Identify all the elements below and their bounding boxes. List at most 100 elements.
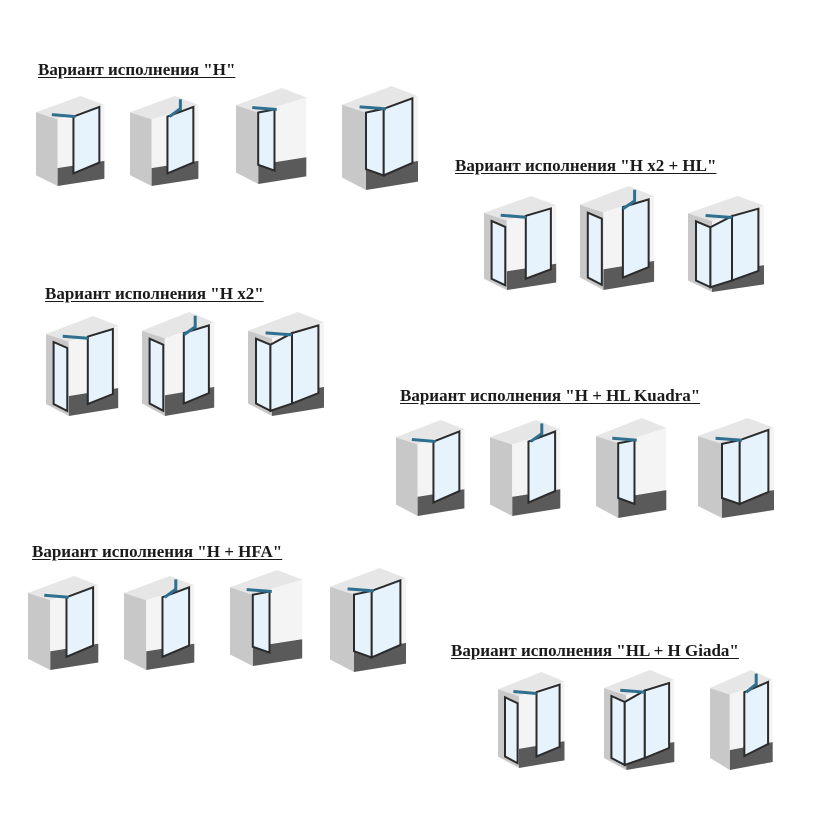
- glass-panel: [721, 438, 741, 506]
- stabilizer-bar: [622, 199, 636, 211]
- caption-hl-h-giada: Вариант исполнения "HL + H Giada": [451, 641, 739, 660]
- side-wall-shape: [28, 592, 51, 670]
- glass-panel: [148, 337, 165, 413]
- side-wall-shape: [330, 586, 354, 672]
- glass-panel: [370, 578, 402, 659]
- side-wall-shape: [236, 105, 259, 184]
- glass-panel: [251, 590, 271, 654]
- glass-panel: [52, 340, 69, 413]
- floor-shape: [729, 742, 773, 770]
- side-wall-shape: [130, 112, 152, 186]
- glass-panel: [166, 105, 195, 175]
- glass-panel: [623, 688, 646, 767]
- glass-panel: [432, 430, 461, 505]
- floor-shape: [512, 489, 561, 516]
- glass-panel: [72, 105, 101, 175]
- stabilizer-bar: [705, 214, 733, 220]
- glass-panel: [365, 107, 385, 177]
- stabilizer-bar: [265, 331, 293, 337]
- enclosure-diagram: [604, 670, 678, 770]
- glass-panel: [255, 337, 272, 413]
- caption-h-hfa: Вариант исполнения "H + HFA": [32, 542, 283, 561]
- glass-panel: [86, 327, 114, 406]
- enclosure-diagram: [28, 576, 102, 670]
- back-wall-top-shape: [498, 672, 565, 697]
- glass-panel: [65, 585, 95, 659]
- glass-panel: [535, 683, 561, 758]
- glass-panel: [731, 207, 760, 282]
- side-wall-shape: [36, 112, 58, 186]
- glass-panel: [353, 589, 373, 659]
- enclosure-diagram: [698, 418, 778, 518]
- stabilizer-bar: [529, 432, 543, 443]
- stabilizer-bar: [745, 683, 758, 694]
- stabilizer-bar: [182, 325, 197, 337]
- floor-shape: [57, 160, 105, 186]
- floor-shape: [151, 160, 199, 186]
- enclosure-diagram: [230, 570, 306, 666]
- glass-panel: [709, 214, 733, 289]
- enclosure-diagram: [484, 196, 560, 290]
- enclosure-diagram: [490, 420, 564, 516]
- side-wall-shape: [596, 436, 619, 518]
- enclosure-diagram: [36, 96, 108, 186]
- glass-panel: [643, 681, 671, 760]
- side-wall-shape: [396, 437, 418, 516]
- stabilizer-bar: [163, 588, 177, 599]
- enclosure-diagram: [248, 312, 328, 416]
- glass-panel: [617, 438, 636, 506]
- enclosure-diagram: [396, 420, 468, 516]
- enclosure-diagram: [130, 96, 202, 186]
- stabilizer-bar: [500, 213, 526, 219]
- caption-h: Вариант исполнения "H": [38, 60, 236, 79]
- side-wall-shape: [124, 592, 147, 670]
- side-wall-shape: [342, 104, 366, 190]
- stabilizer-bar: [612, 436, 637, 442]
- stabilizer-bar: [620, 688, 645, 694]
- stabilizer-bar: [62, 334, 88, 340]
- side-wall-shape: [490, 437, 513, 516]
- stabilizer-bar: [411, 438, 436, 444]
- floor-shape: [417, 489, 465, 516]
- stabilizer-bar: [513, 690, 537, 696]
- glass-panel: [610, 694, 626, 767]
- glass-panel: [586, 211, 603, 287]
- stabilizer-bar: [168, 107, 182, 118]
- enclosure-diagram: [688, 196, 768, 292]
- glass-panel: [621, 198, 650, 280]
- enclosure-diagram: [236, 88, 310, 184]
- glass-panel: [291, 324, 320, 405]
- glass-panel: [695, 219, 712, 289]
- glass-panel: [382, 96, 414, 177]
- glass-panel: [738, 428, 770, 506]
- caption-h-x2-hl: Вариант исполнения "H x2 + HL": [455, 156, 717, 175]
- caption-h-x2: Вариант исполнения "H x2": [45, 284, 264, 303]
- glass-panel: [527, 430, 557, 505]
- glass-panel: [504, 695, 519, 765]
- enclosure-diagram: [124, 576, 198, 670]
- enclosure-diagram: [710, 670, 776, 770]
- stabilizer-bar: [44, 593, 69, 599]
- enclosure-diagram: [330, 568, 410, 672]
- enclosure-diagram: [596, 418, 670, 518]
- enclosure-diagram: [580, 186, 658, 290]
- glass-panel: [257, 108, 276, 172]
- stabilizer-bar: [347, 587, 375, 593]
- enclosure-diagram: [142, 312, 218, 416]
- stabilizer-bar: [359, 105, 387, 111]
- stabilizer-bar: [252, 106, 277, 112]
- enclosure-diagram: [46, 316, 122, 416]
- side-wall-shape: [698, 436, 722, 518]
- floor-shape: [146, 643, 195, 670]
- side-wall-shape: [230, 587, 253, 666]
- enclosure-diagram: [342, 86, 422, 190]
- stabilizer-bar: [715, 436, 743, 442]
- glass-panel: [743, 680, 770, 758]
- caption-h-hl-kuadra: Вариант исполнения "H + HL Kuadra": [400, 386, 701, 405]
- stabilizer-bar: [51, 113, 76, 119]
- glass-panel: [524, 207, 552, 281]
- stabilizer-bar: [246, 588, 272, 594]
- enclosure-diagram: [498, 672, 568, 768]
- glass-panel: [490, 219, 507, 287]
- glass-panel: [269, 331, 293, 413]
